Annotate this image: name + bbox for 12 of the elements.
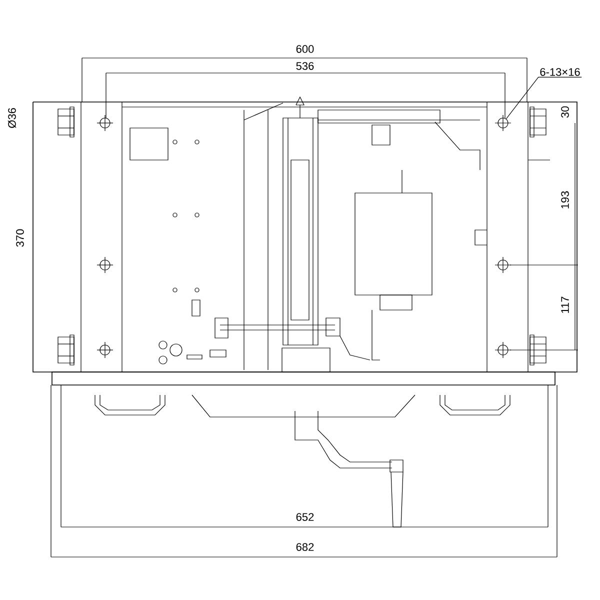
dimension-text: 536 (294, 61, 316, 71)
dimension-text: 652 (294, 512, 316, 522)
dimension-text: 370 (15, 228, 25, 248)
leader-line (506, 76, 582, 120)
dimension-text: 117 (560, 295, 570, 315)
dimension-text: 682 (294, 542, 316, 552)
label-text: 6-13×16 (540, 68, 580, 76)
mounting-hole (494, 114, 512, 132)
dimension-text: Ø36 (6, 106, 18, 130)
dimension-text: 30 (560, 104, 570, 120)
dimension-text: 193 (560, 190, 570, 210)
dimension-text: 600 (294, 44, 316, 54)
